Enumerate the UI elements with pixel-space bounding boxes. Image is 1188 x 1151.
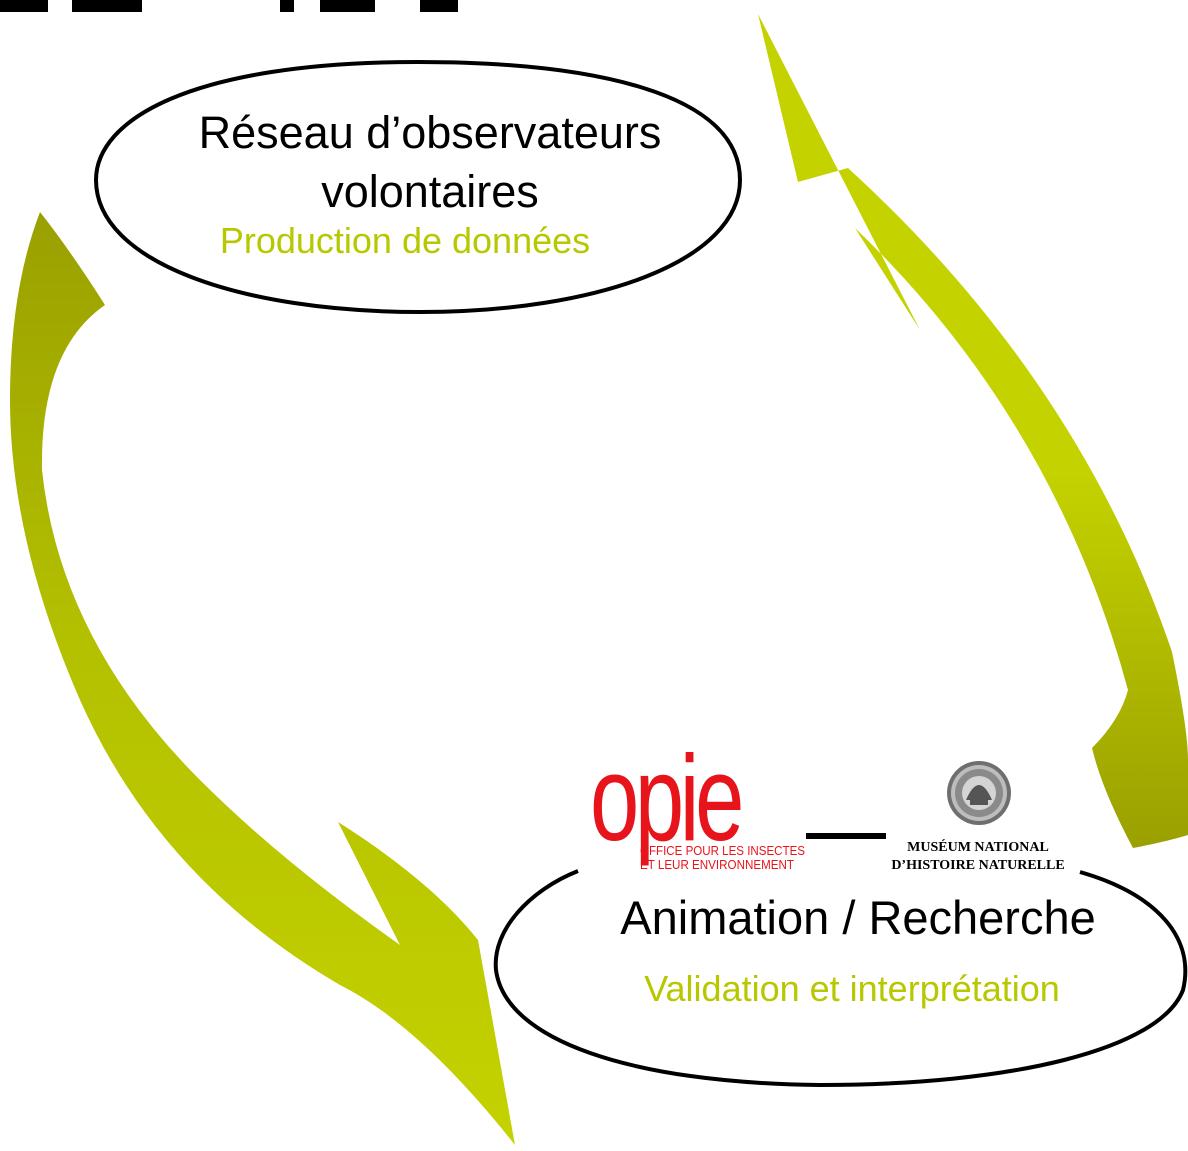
node-top-subtitle: Production de données (220, 220, 590, 261)
node-bottom: Animation / Recherche Validation et inte… (493, 869, 1188, 1088)
node-bottom-title: Animation / Recherche (620, 891, 1095, 944)
opie-wordmark: opie (590, 730, 741, 866)
mnhn-seal-icon (947, 761, 1011, 825)
opie-tagline-line1: OFFICE POUR LES INSECTES (640, 843, 805, 858)
top-right-arrow (758, 14, 1188, 848)
mnhn-name-line2: D’HISTOIRE NATURELLE (891, 858, 1064, 873)
node-bottom-subtitle: Validation et interprétation (644, 968, 1060, 1009)
cropped-heading (0, 0, 458, 12)
mnhn-name-line1: MUSÉUM NATIONAL (907, 838, 1049, 855)
bottom-left-arrow (10, 212, 515, 1145)
node-top-title-line1: Réseau d’observateurs (199, 107, 662, 158)
opie-tagline-line2: ET LEUR ENVIRONNEMENT (640, 857, 794, 872)
node-top: Réseau d’observateurs volontaires Produc… (93, 59, 743, 315)
node-top-ellipse (93, 59, 743, 315)
mnhn-logo: MUSÉUM NATIONAL D’HISTOIRE NATURELLE (891, 761, 1065, 873)
node-top-title-line2: volontaires (321, 166, 539, 217)
node-bottom-ellipse (493, 869, 1188, 1088)
opie-logo: opie OFFICE POUR LES INSECTES ET LEUR EN… (590, 730, 805, 872)
